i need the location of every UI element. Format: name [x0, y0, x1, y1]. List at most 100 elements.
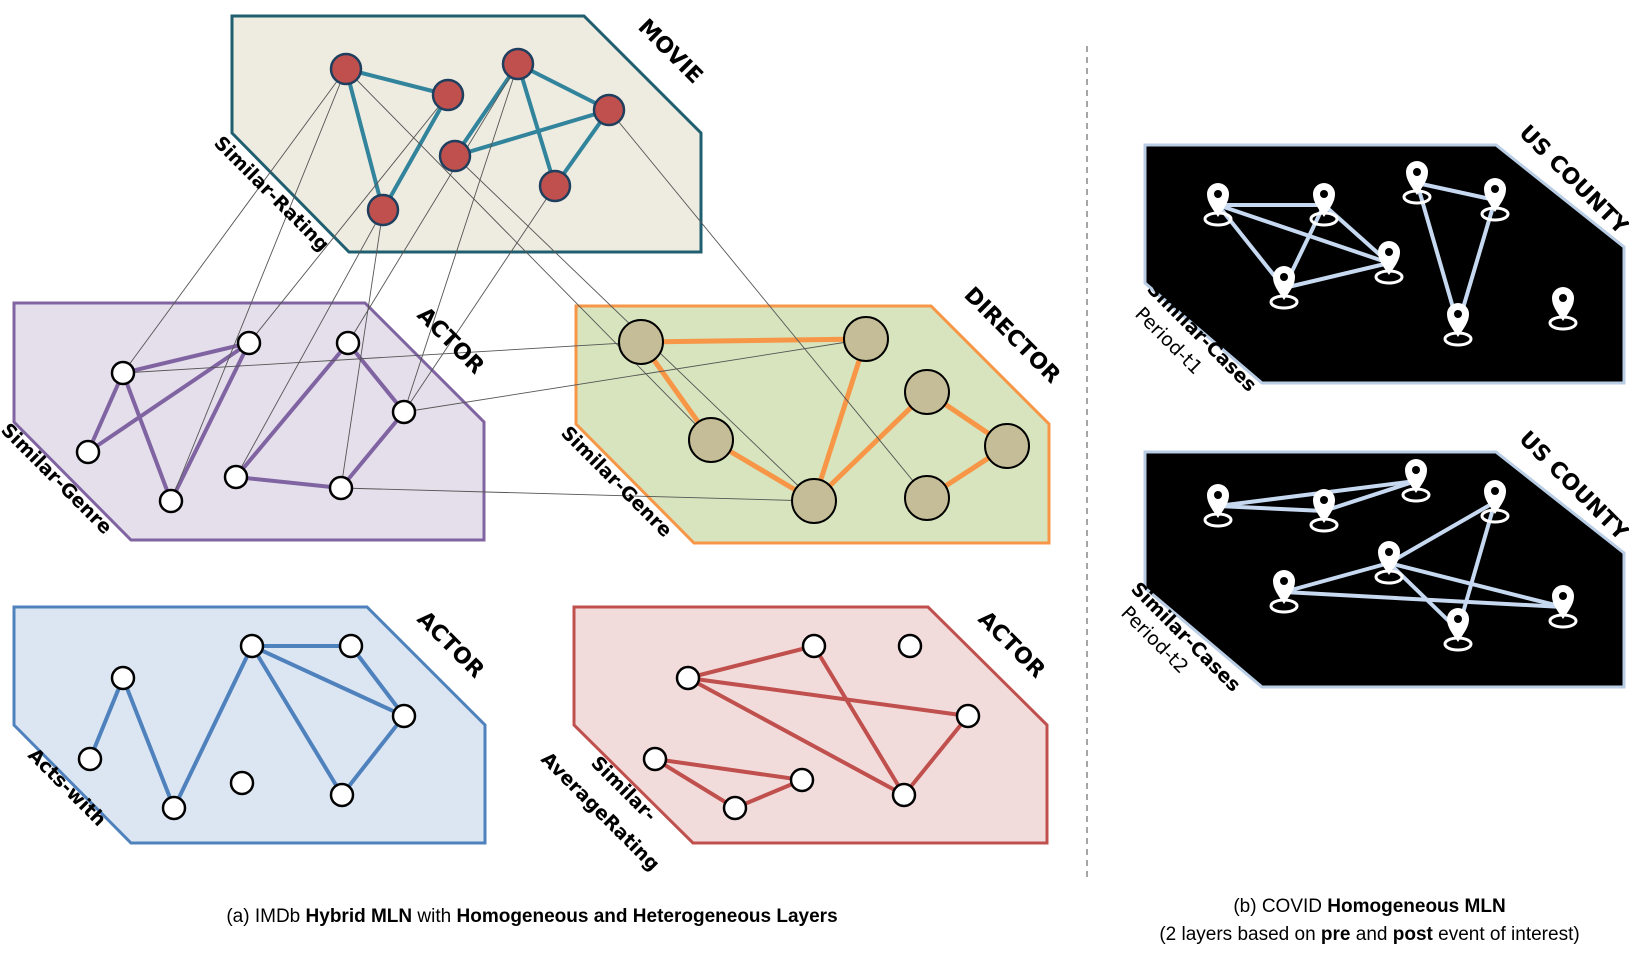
acts-with-node	[329, 782, 355, 808]
director-edge	[811, 338, 869, 502]
actor-genre-node	[328, 475, 354, 501]
caption-b-line2-mid: and	[1350, 924, 1393, 945]
avg-rating-edge	[687, 676, 905, 797]
county-t2-edge	[1456, 501, 1497, 631]
caption-b-line2-prefix: (2 layers based on	[1159, 924, 1321, 945]
county-t1-edge	[1416, 181, 1496, 202]
avg-rating-node	[722, 795, 748, 821]
acts-with-node	[391, 703, 417, 729]
county-t2-edge	[1323, 479, 1417, 513]
county-t1-edge	[1283, 261, 1390, 290]
caption-b-line2-bold2: post	[1392, 924, 1433, 945]
actor-genre-edge	[169, 342, 251, 502]
caption-a-bold2: Homogeneous and Heterogeneous Layers	[456, 906, 838, 927]
actor-genre-edge	[346, 341, 406, 414]
actor-genre-node	[158, 488, 184, 514]
acts-with-edge	[88, 677, 125, 760]
movie-node	[366, 193, 400, 227]
caption-b: (b) COVID Homogeneous MLN (2 layers base…	[1110, 893, 1629, 949]
acts-with-edge	[172, 645, 254, 809]
avg-rating-node	[642, 746, 668, 772]
actor-genre-node	[236, 330, 262, 356]
county-t1-edge	[1217, 203, 1390, 265]
inter-layer-links	[122, 63, 928, 502]
director-node	[791, 478, 837, 524]
avg-rating-node	[789, 767, 815, 793]
director-node	[984, 423, 1030, 469]
avg-rating-node	[801, 633, 827, 659]
director-edge	[640, 336, 867, 345]
director-node	[904, 369, 950, 415]
avg-rating-edge	[687, 644, 815, 680]
acts-with-edge	[251, 644, 405, 718]
county-t2-edge	[1217, 504, 1325, 513]
actor-genre-edge	[234, 341, 350, 479]
caption-a-bold1: Hybrid MLN	[305, 906, 413, 927]
network-nodes	[75, 47, 1030, 821]
caption-b-line2-suffix: event of interest)	[1432, 924, 1580, 945]
caption-b-line1: (b) COVID Homogeneous MLN	[1110, 893, 1629, 921]
movie-node	[431, 78, 465, 112]
movie-node	[538, 169, 572, 203]
actor-genre-node	[335, 330, 361, 356]
caption-a-prefix: (a) IMDb	[226, 906, 306, 927]
acts-with-node	[161, 795, 187, 821]
avg-rating-edge	[902, 714, 970, 797]
actor-genre-edge	[235, 475, 342, 490]
avg-rating-node	[897, 633, 923, 659]
movie-edge	[453, 62, 520, 158]
director-node	[843, 316, 889, 362]
acts-with-node	[229, 770, 255, 796]
movie-node	[329, 52, 363, 86]
actor-genre-node	[223, 464, 249, 490]
county-t1-edge	[1216, 203, 1286, 290]
movie-node	[501, 47, 535, 81]
actor-genre-edge	[339, 410, 406, 490]
actor-genre-node	[110, 360, 136, 386]
avg-rating-edge	[687, 676, 969, 718]
movie-edge	[381, 94, 450, 211]
caption-b-line2-bold1: pre	[1320, 924, 1351, 945]
acts-with-node	[77, 746, 103, 772]
movie-edge	[454, 108, 610, 158]
director-node	[688, 417, 734, 463]
caption-b-line2: (2 layers based on pre and post event of…	[1110, 921, 1629, 949]
actor-genre-edge	[86, 372, 125, 453]
acts-with-edge	[349, 644, 406, 718]
avg-rating-node	[891, 782, 917, 808]
movie-edge	[345, 67, 449, 97]
avg-rating-edge	[812, 644, 906, 797]
actor-genre-edge	[121, 372, 173, 502]
avg-rating-edge	[653, 757, 737, 810]
acts-with-node	[110, 665, 136, 691]
layer-actor-genre	[12, 301, 486, 542]
avg-rating-node	[955, 703, 981, 729]
acts-with-edge	[250, 644, 344, 797]
acts-with-node	[338, 633, 364, 659]
actor-genre-edge	[86, 341, 251, 454]
director-node	[618, 319, 664, 365]
director-node	[904, 475, 950, 521]
movie-edge	[517, 62, 610, 112]
acts-with-node	[239, 633, 265, 659]
county-t1-edge	[1415, 182, 1460, 326]
actor-genre-edge	[122, 341, 250, 375]
avg-rating-node	[675, 665, 701, 691]
movie-edge	[516, 63, 557, 187]
movie-edge	[344, 68, 385, 211]
actor-genre-node	[75, 439, 101, 465]
director-edge	[812, 390, 929, 503]
avg-rating-edge	[654, 757, 803, 782]
acts-with-edge	[121, 677, 176, 809]
county-t2-edge	[1283, 590, 1564, 609]
movie-node	[438, 139, 472, 173]
movie-node	[592, 93, 626, 127]
caption-a: (a) IMDb Hybrid MLN with Homogeneous and…	[172, 906, 892, 928]
caption-a-mid: with	[412, 906, 457, 927]
acts-with-edge	[340, 714, 406, 797]
actor-genre-node	[391, 399, 417, 425]
county-t2-edge	[1388, 500, 1496, 565]
county-t2-edge	[1283, 561, 1390, 594]
caption-b-line1-prefix: (b) COVID	[1233, 896, 1328, 917]
